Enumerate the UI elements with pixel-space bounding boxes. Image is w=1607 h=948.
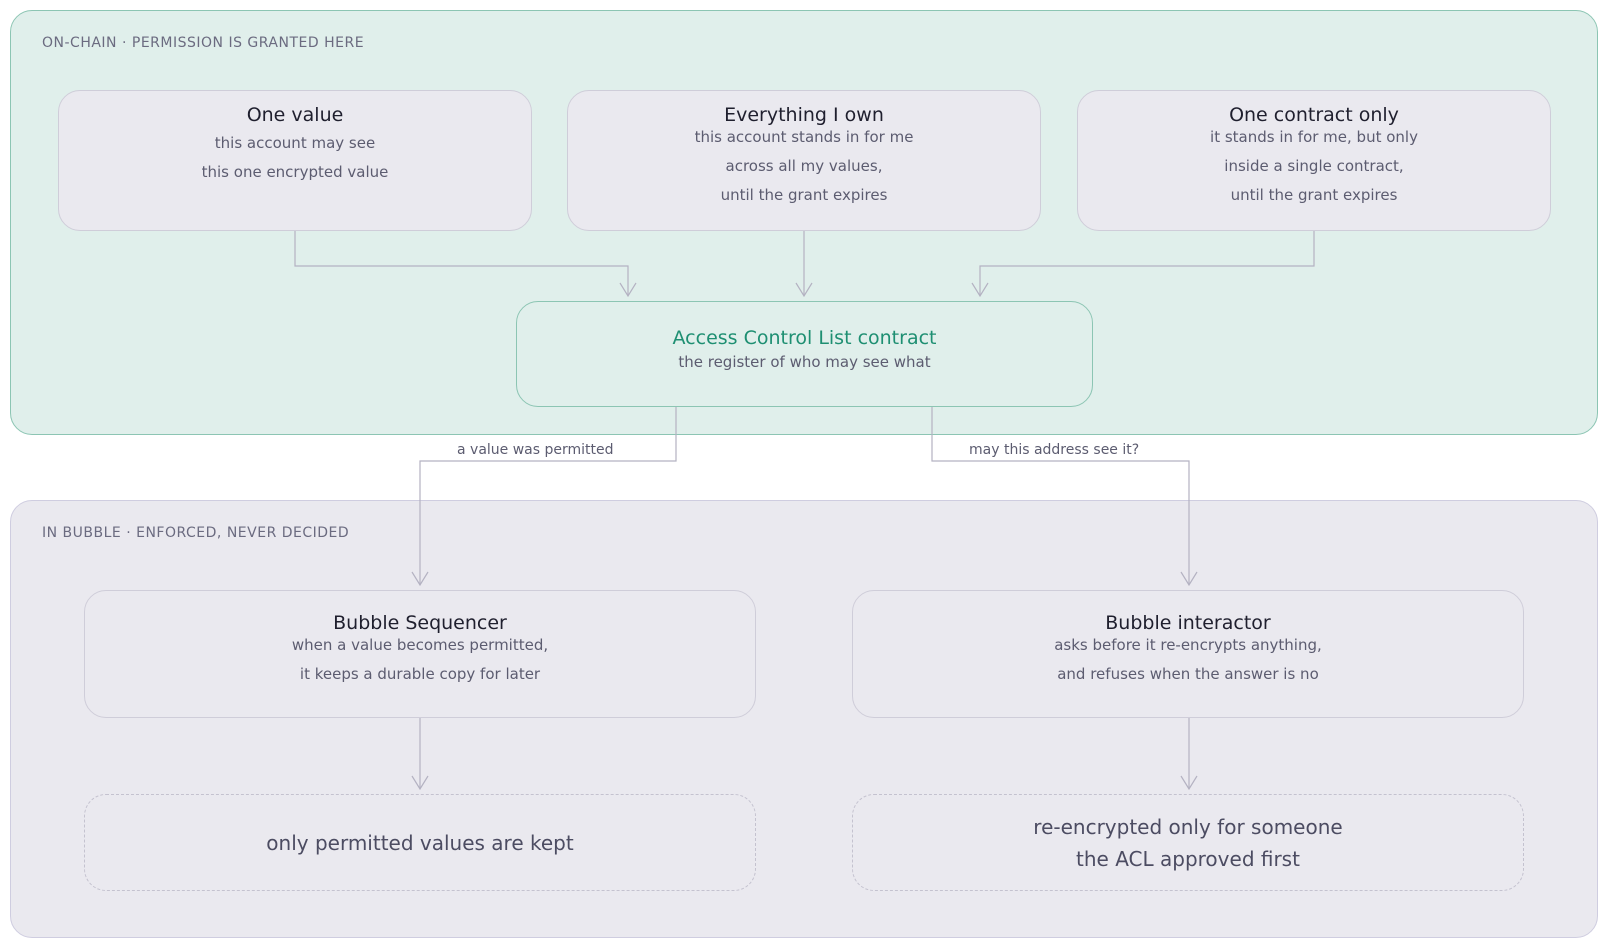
kept-outcome-text: only permitted values are kept xyxy=(266,830,574,855)
bubble-sequencer-title: Bubble Sequencer xyxy=(333,612,507,634)
edge-label-may-see: may this address see it? xyxy=(969,442,1140,458)
bubble-sequencer-line: when a value becomes permitted, xyxy=(291,636,549,654)
onchain-region-label: ON-CHAIN · PERMISSION IS GRANTED HERE xyxy=(42,35,365,51)
one-contract-line: it stands in for me, but only xyxy=(1210,128,1418,146)
one-value-line: this account may see xyxy=(214,134,376,152)
reencrypted-outcome-node: re-encrypted only for someone the ACL ap… xyxy=(852,794,1524,891)
acl-contract-node: Access Control List contract the registe… xyxy=(516,301,1093,407)
one-value-node: One value this account may see this one … xyxy=(58,90,532,231)
one-contract-title: One contract only xyxy=(1229,104,1399,126)
one-contract-line: inside a single contract, xyxy=(1224,157,1404,175)
everything-line: until the grant expires xyxy=(720,186,888,204)
everything-line: this account stands in for me xyxy=(694,128,914,146)
one-value-title: One value xyxy=(246,104,344,126)
bubble-region-label: IN BUBBLE · ENFORCED, NEVER DECIDED xyxy=(42,525,350,541)
bubble-sequencer-line: it keeps a durable copy for later xyxy=(299,665,541,683)
one-contract-node: One contract only it stands in for me, b… xyxy=(1077,90,1551,231)
acl-contract-title: Access Control List contract xyxy=(672,327,937,349)
everything-title: Everything I own xyxy=(724,104,884,126)
arrow-acl-to-interactor xyxy=(931,407,1190,585)
bubble-sequencer-node: Bubble Sequencer when a value becomes pe… xyxy=(84,590,756,718)
arrow-acl-to-sequencer xyxy=(419,407,677,585)
bubble-interactor-line: asks before it re-encrypts anything, xyxy=(1054,636,1322,654)
reencrypted-outcome-line: re-encrypted only for someone xyxy=(1033,814,1343,839)
arrow-one-contract-to-acl xyxy=(979,231,1315,296)
acl-contract-subtitle: the register of who may see what xyxy=(678,353,931,371)
one-value-line: this one encrypted value xyxy=(201,163,389,181)
bubble-region: IN BUBBLE · ENFORCED, NEVER DECIDED xyxy=(10,500,1598,938)
everything-line: across all my values, xyxy=(725,157,883,175)
bubble-interactor-line: and refuses when the answer is no xyxy=(1057,665,1319,683)
one-contract-line: until the grant expires xyxy=(1230,186,1398,204)
edge-label-permitted: a value was permitted xyxy=(457,442,614,458)
reencrypted-outcome-line: the ACL approved first xyxy=(1076,846,1300,871)
everything-node: Everything I own this account stands in … xyxy=(567,90,1041,231)
bubble-interactor-node: Bubble interactor asks before it re-encr… xyxy=(852,590,1524,718)
arrow-one-value-to-acl xyxy=(294,231,629,296)
kept-outcome-node: only permitted values are kept xyxy=(84,794,756,891)
bubble-interactor-title: Bubble interactor xyxy=(1105,612,1271,634)
